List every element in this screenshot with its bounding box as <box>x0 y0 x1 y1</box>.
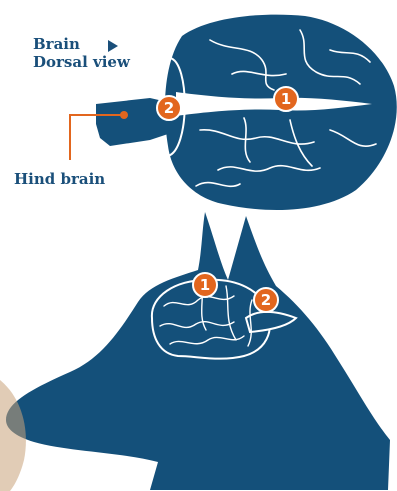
hind-brain-dot <box>120 111 128 119</box>
marker-cerebrum-top: 1 <box>274 87 298 111</box>
svg-text:1: 1 <box>281 90 291 108</box>
svg-text:2: 2 <box>261 291 271 309</box>
photo-edge <box>0 380 26 491</box>
marker-cerebrum-side: 1 <box>193 273 217 297</box>
marker-cerebellum-top: 2 <box>157 96 181 120</box>
svg-text:1: 1 <box>200 276 210 294</box>
dorsal-brain <box>70 15 397 210</box>
marker-cerebellum-side: 2 <box>254 288 278 312</box>
svg-text:2: 2 <box>164 99 174 117</box>
